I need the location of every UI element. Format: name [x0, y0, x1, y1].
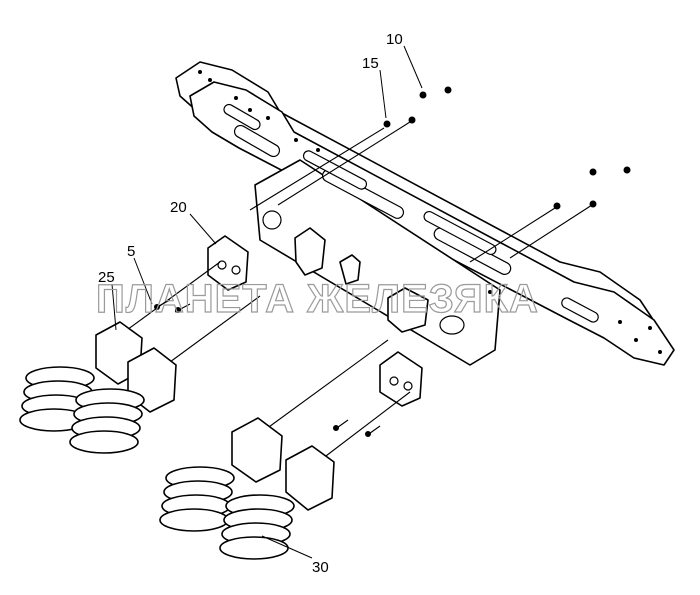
coil-spring-icon	[69, 388, 145, 454]
coil-spring-icon	[159, 466, 235, 532]
nut-icon	[589, 200, 597, 208]
callout-15: 15	[362, 55, 379, 72]
nut-icon	[589, 168, 597, 176]
hook-bracket-right	[379, 351, 423, 407]
bolt-icon	[333, 425, 339, 431]
hook-bracket-left	[207, 235, 249, 291]
callout-10: 10	[386, 31, 403, 48]
callout-20: 20	[170, 199, 187, 216]
coupling-hook-icon	[231, 417, 283, 483]
nut-icon	[623, 166, 631, 174]
hook-assembly-left	[19, 261, 261, 454]
leader-lines	[111, 45, 423, 559]
fasteners-top	[249, 86, 631, 263]
callout-25: 25	[98, 269, 115, 286]
nut-icon	[408, 116, 416, 124]
watermark-text: ПЛАНЕТА ЖЕЛЕЗЯКА	[96, 277, 539, 321]
coil-spring-icon	[219, 494, 295, 560]
bolt-icon	[365, 431, 371, 437]
callout-30: 30	[312, 559, 329, 576]
coupling-hook-icon	[285, 445, 335, 511]
hook-assembly-right	[159, 339, 411, 560]
bolt-icon	[175, 307, 181, 313]
nut-icon	[383, 120, 391, 128]
nut-icon	[444, 86, 452, 94]
nut-icon	[419, 91, 427, 99]
nut-icon	[553, 202, 561, 210]
callout-5: 5	[127, 243, 135, 260]
coil-spring-icon	[19, 366, 95, 432]
crossmember-frame	[175, 61, 675, 366]
